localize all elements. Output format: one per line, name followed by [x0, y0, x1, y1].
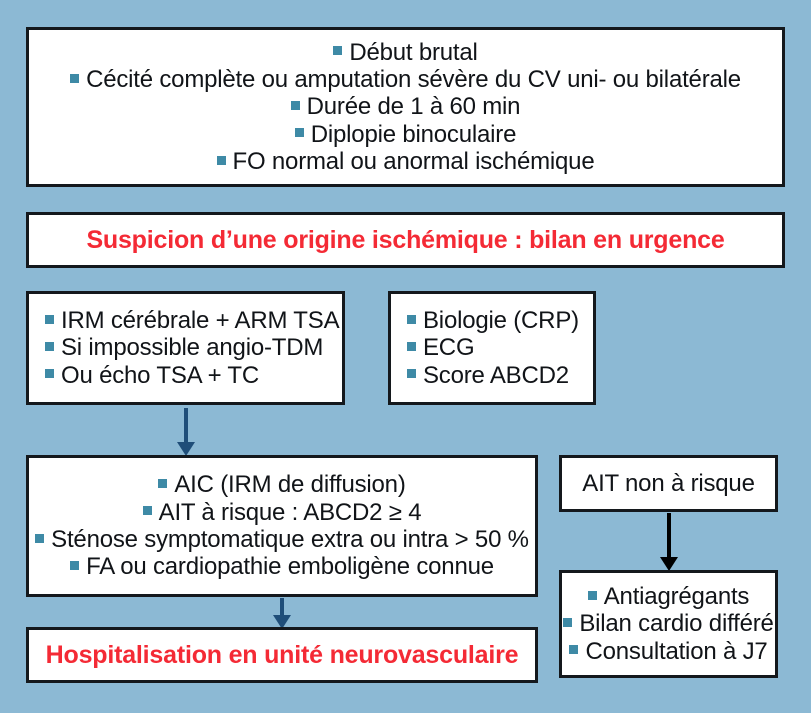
- hospitalisation-alert-text: Hospitalisation en unité neurovasculaire: [45, 640, 519, 669]
- treatment-line-2: Bilan cardio différé: [562, 610, 775, 637]
- low-risk-tia-box: AIT non à risque: [559, 455, 778, 512]
- bullet-square-icon: [158, 478, 168, 488]
- high-risk-line-2: AIT à risque : ABCD2 ≥ 4: [29, 499, 535, 526]
- imaging-text-1: IRM cérébrale + ARM TSA: [61, 306, 340, 334]
- treatment-line-3: Consultation à J7: [562, 638, 775, 665]
- clinical-signs-line-5: FO normal ou anormal ischémique: [29, 148, 782, 175]
- arrow-shaft: [184, 408, 188, 444]
- high-risk-line-4: FA ou cardiopathie emboligène connue: [29, 553, 535, 580]
- bullet-square-icon: [563, 618, 573, 627]
- imaging-line-2: Si impossible angio-TDM: [45, 334, 342, 361]
- clinical-signs-line-1: Début brutal: [29, 39, 782, 66]
- arrow-high-risk-to-hospitalisation: [262, 598, 302, 629]
- treatment-text-1: Antiagrégants: [603, 582, 750, 610]
- outpatient-treatment-box: Antiagrégants Bilan cardio différé Consu…: [559, 570, 778, 678]
- workup-text-3: Score ABCD2: [423, 361, 569, 389]
- clinical-signs-line-4: Diplopie binoculaire: [29, 121, 782, 148]
- arrow-imaging-to-high-risk: [166, 408, 206, 456]
- high-risk-text-1: AIC (IRM de diffusion): [174, 471, 406, 499]
- clinical-signs-text-1: Début brutal: [349, 38, 478, 66]
- high-risk-criteria-box: AIC (IRM de diffusion) AIT à risque : AB…: [26, 455, 538, 597]
- clinical-signs-box: Début brutal Cécité complète ou amputati…: [26, 27, 785, 187]
- arrow-low-risk-to-treatment: [649, 513, 689, 571]
- bullet-square-icon: [45, 369, 54, 379]
- bullet-square-icon: [407, 342, 416, 351]
- arrow-head-icon: [660, 557, 678, 571]
- high-risk-text-4: FA ou cardiopathie emboligène connue: [86, 553, 494, 581]
- bullet-square-icon: [45, 342, 54, 351]
- bullet-square-icon: [407, 314, 416, 324]
- suspicion-alert-box: Suspicion d’une origine ischémique : bil…: [26, 212, 785, 268]
- treatment-text-3: Consultation à J7: [585, 637, 768, 665]
- arrow-head-icon: [273, 615, 291, 629]
- clinical-signs-text-3: Durée de 1 à 60 min: [306, 93, 521, 121]
- imaging-line-1: IRM cérébrale + ARM TSA: [45, 307, 342, 334]
- treatment-text-2: Bilan cardio différé: [579, 610, 774, 638]
- bullet-square-icon: [569, 645, 579, 655]
- clinical-signs-line-2: Cécité complète ou amputation sévère du …: [29, 66, 782, 93]
- clinical-signs-text-4: Diplopie binoculaire: [310, 120, 517, 148]
- imaging-line-3: Ou écho TSA + TC: [45, 362, 342, 389]
- clinical-signs-line-3: Durée de 1 à 60 min: [29, 93, 782, 120]
- clinical-signs-text-2: Cécité complète ou amputation sévère du …: [86, 65, 741, 93]
- high-risk-text-3: Sténose symptomatique extra ou intra > 5…: [51, 526, 529, 553]
- bullet-square-icon: [216, 155, 226, 165]
- clinical-signs-text-5: FO normal ou anormal ischémique: [232, 148, 595, 176]
- bullet-square-icon: [45, 314, 54, 324]
- bullet-square-icon: [294, 128, 304, 138]
- bullet-square-icon: [70, 561, 80, 571]
- bullet-square-icon: [587, 590, 597, 600]
- arrow-head-icon: [177, 442, 195, 456]
- suspicion-alert-text: Suspicion d’une origine ischémique : bil…: [86, 225, 725, 254]
- high-risk-line-1: AIC (IRM de diffusion): [29, 471, 535, 498]
- imaging-text-2: Si impossible angio-TDM: [61, 334, 324, 362]
- workup-text-2: ECG: [423, 334, 475, 362]
- bullet-square-icon: [142, 506, 152, 516]
- imaging-workup-box: IRM cérébrale + ARM TSA Si impossible an…: [26, 291, 345, 405]
- bullet-square-icon: [35, 533, 45, 543]
- treatment-line-1: Antiagrégants: [562, 583, 775, 610]
- biology-workup-box: Biologie (CRP) ECG Score ABCD2: [388, 291, 596, 405]
- high-risk-line-3: Sténose symptomatique extra ou intra > 5…: [29, 526, 535, 553]
- bullet-square-icon: [290, 101, 300, 110]
- arrow-shaft: [280, 598, 284, 617]
- bullet-square-icon: [70, 73, 80, 83]
- imaging-text-3: Ou écho TSA + TC: [61, 361, 260, 389]
- workup-line-3: Score ABCD2: [407, 362, 593, 389]
- bullet-square-icon: [407, 369, 416, 379]
- workup-line-1: Biologie (CRP): [407, 307, 593, 334]
- workup-line-2: ECG: [407, 334, 593, 361]
- arrow-shaft: [667, 513, 671, 559]
- high-risk-text-2: AIT à risque : ABCD2 ≥ 4: [158, 498, 422, 526]
- hospitalisation-alert-box: Hospitalisation en unité neurovasculaire: [26, 627, 538, 683]
- workup-text-1: Biologie (CRP): [423, 306, 579, 334]
- bullet-square-icon: [333, 46, 343, 56]
- low-risk-tia-text: AIT non à risque: [582, 469, 755, 497]
